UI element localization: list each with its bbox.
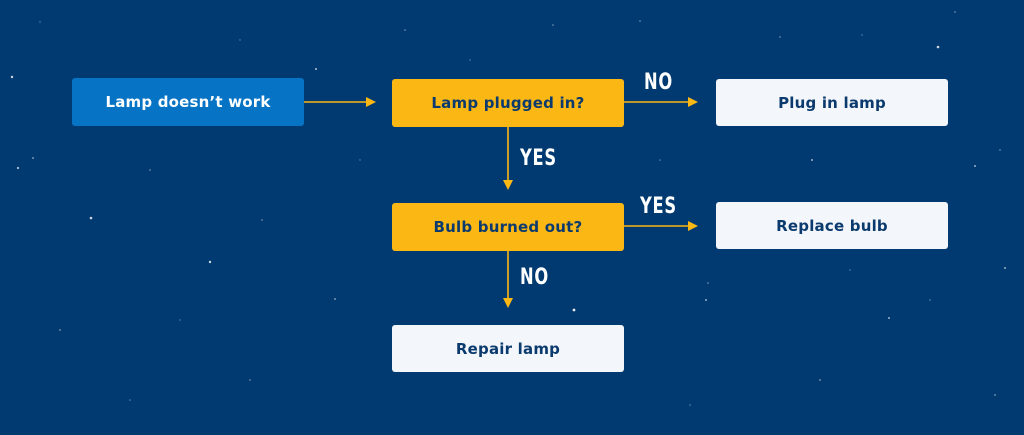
node-lamp-doesnt-work: Lamp doesn’t work [72, 78, 304, 126]
arrow-plugged-yes [503, 127, 513, 190]
node-lamp-doesnt-work-label: Lamp doesn’t work [105, 93, 271, 111]
edge-label-bulb-yes: YES [640, 194, 677, 219]
node-repair-lamp-label: Repair lamp [455, 339, 561, 358]
node-replace-bulb: Replace bulb [716, 202, 948, 249]
node-lamp-plugged-in-label: Lamp plugged in? [431, 94, 585, 112]
node-bulb-burned-out: Bulb burned out? [392, 203, 624, 251]
arrow-plugged-no [624, 97, 698, 107]
edge-label-plugged-yes: YES [520, 146, 557, 171]
node-plug-in-lamp-label: Plug in lamp [778, 93, 886, 112]
node-repair-lamp: Repair lamp [392, 325, 624, 372]
node-bulb-burned-out-label: Bulb burned out? [433, 218, 583, 236]
arrow-start-to-plugged [304, 97, 376, 107]
arrow-bulb-yes [624, 221, 698, 231]
node-plug-in-lamp: Plug in lamp [716, 79, 948, 126]
edge-label-plugged-no: NO [644, 70, 673, 95]
arrow-bulb-no [503, 251, 513, 308]
node-lamp-plugged-in: Lamp plugged in? [392, 79, 624, 127]
edge-label-bulb-no: NO [520, 265, 549, 290]
node-replace-bulb-label: Replace bulb [776, 216, 888, 235]
